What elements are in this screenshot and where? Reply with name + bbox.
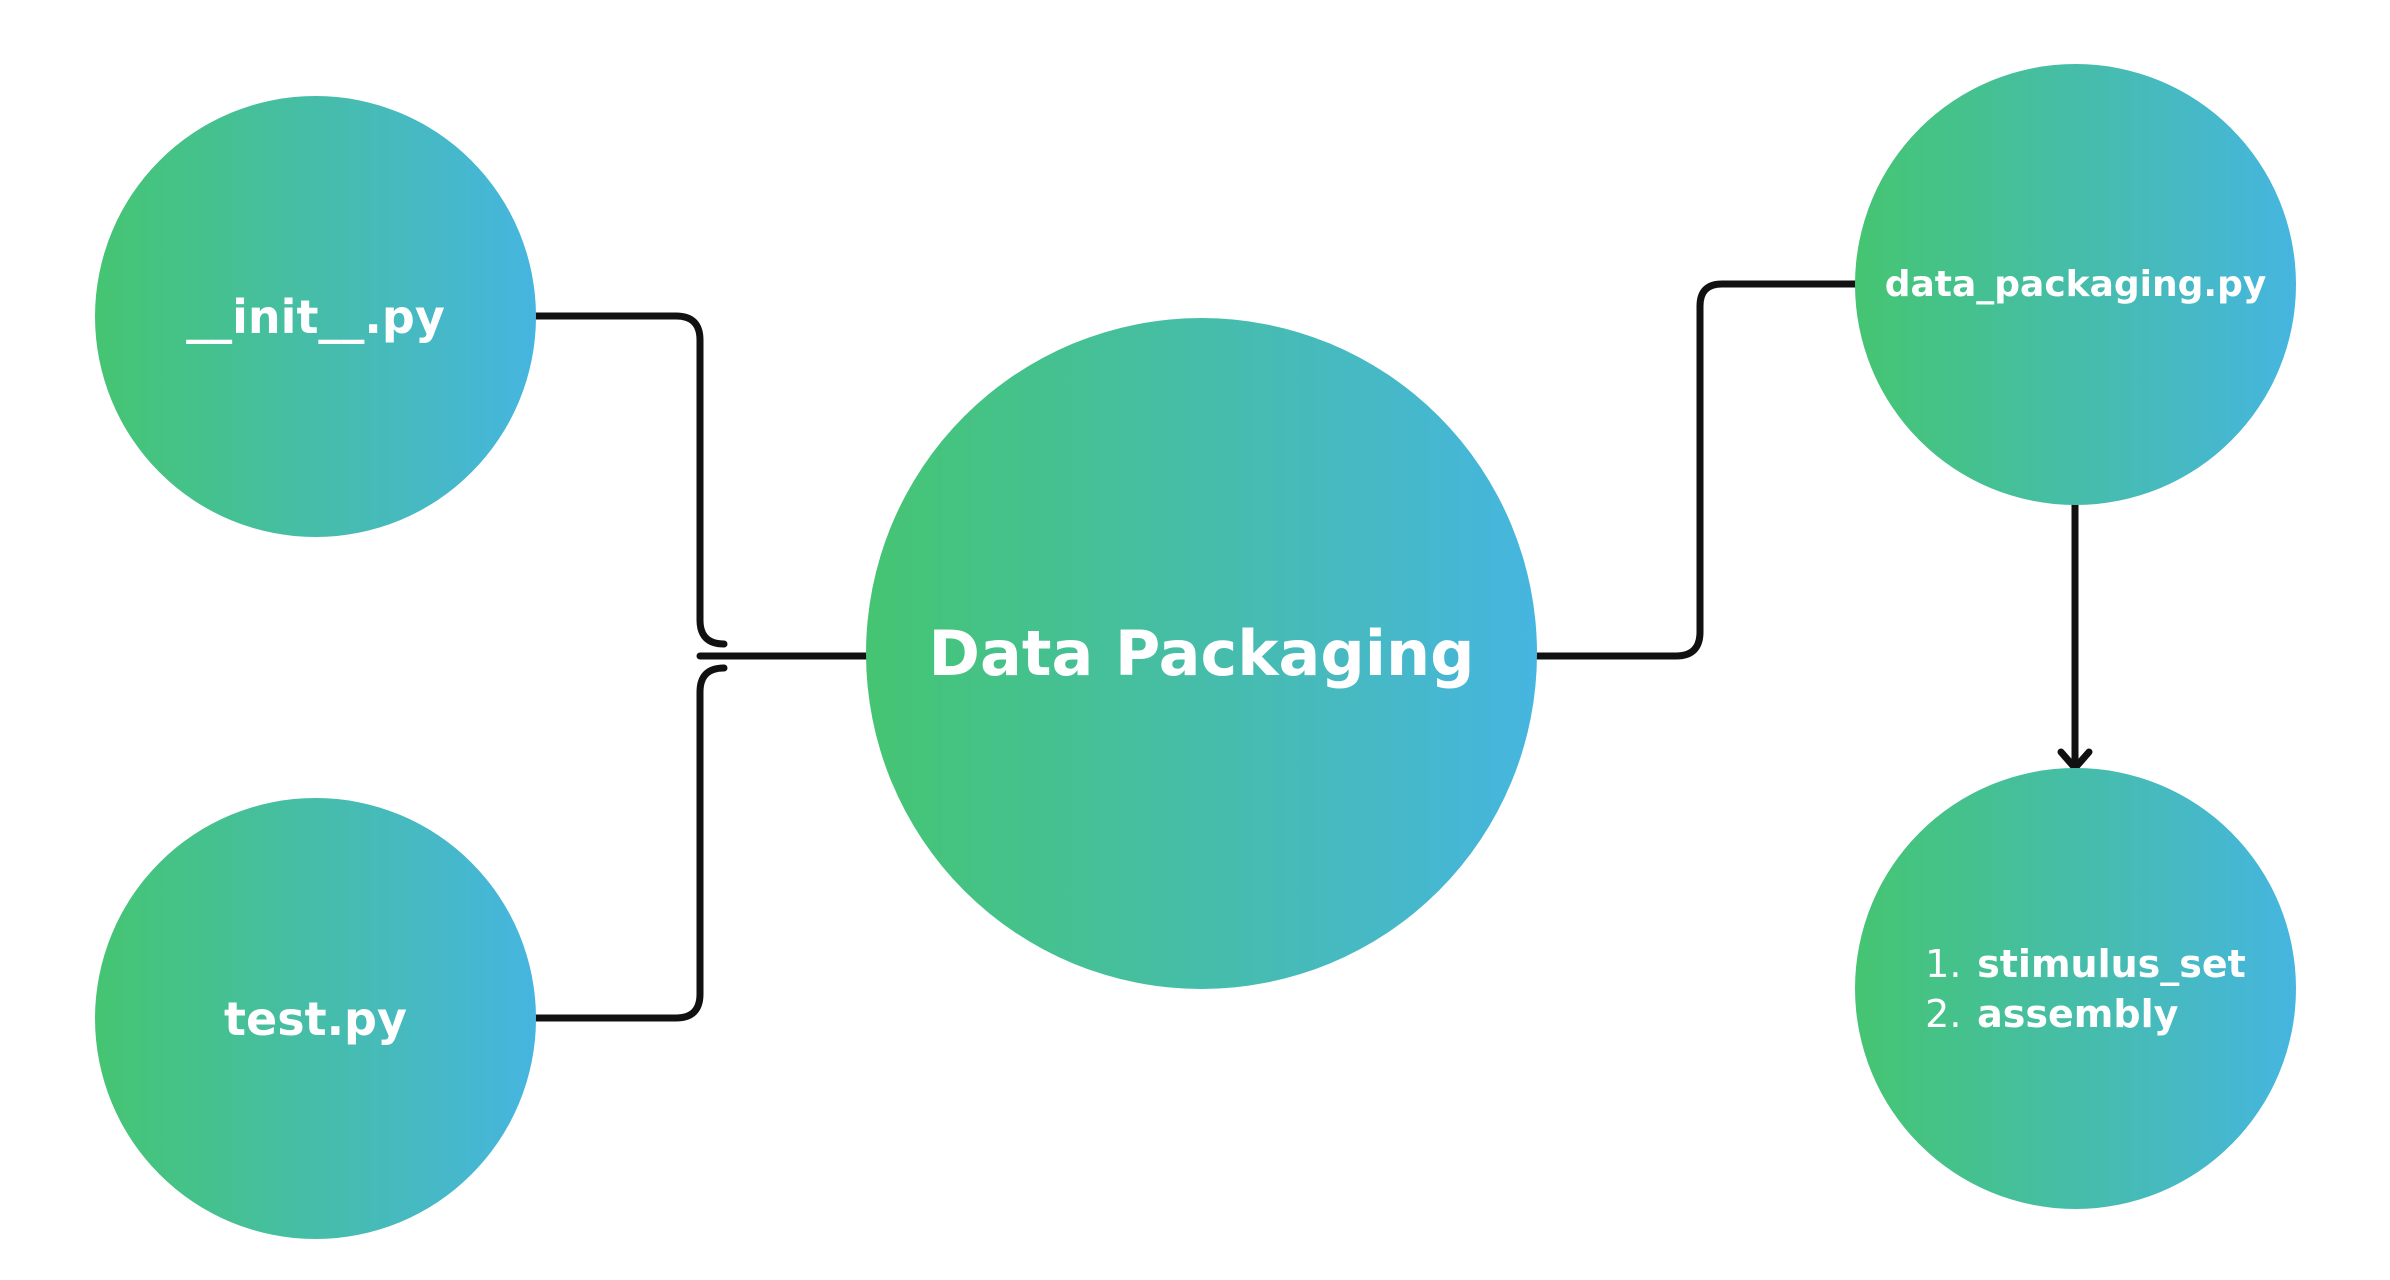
node-init-py: __init__.py bbox=[95, 96, 536, 537]
node-data-packaging-label: Data Packaging bbox=[928, 617, 1475, 690]
node-init-py-label: __init__.py bbox=[186, 289, 445, 344]
outputs-list: 1. stimulus_set 2. assembly bbox=[1925, 942, 2246, 1036]
outputs-item-label: stimulus_set bbox=[1977, 941, 2246, 986]
outputs-item-number: 2. bbox=[1925, 991, 1962, 1036]
connector-main-to-data-packaging bbox=[1533, 280, 1859, 660]
outputs-item-assembly: 2. assembly bbox=[1925, 992, 2178, 1036]
node-outputs: 1. stimulus_set 2. assembly bbox=[1855, 768, 2296, 1209]
node-data-packaging-py: data_packaging.py bbox=[1855, 64, 2296, 505]
node-data-packaging-py-label: data_packaging.py bbox=[1884, 264, 2267, 305]
node-data-packaging: Data Packaging bbox=[866, 318, 1537, 989]
outputs-item-label: assembly bbox=[1977, 991, 2179, 1036]
node-test-py-label: test.py bbox=[224, 991, 407, 1046]
connector-test-to-brace bbox=[532, 664, 728, 1022]
node-test-py: test.py bbox=[95, 798, 536, 1239]
outputs-item-stimulus-set: 1. stimulus_set bbox=[1925, 942, 2246, 986]
connector-init-to-brace bbox=[532, 312, 728, 648]
outputs-item-number: 1. bbox=[1925, 941, 1962, 986]
